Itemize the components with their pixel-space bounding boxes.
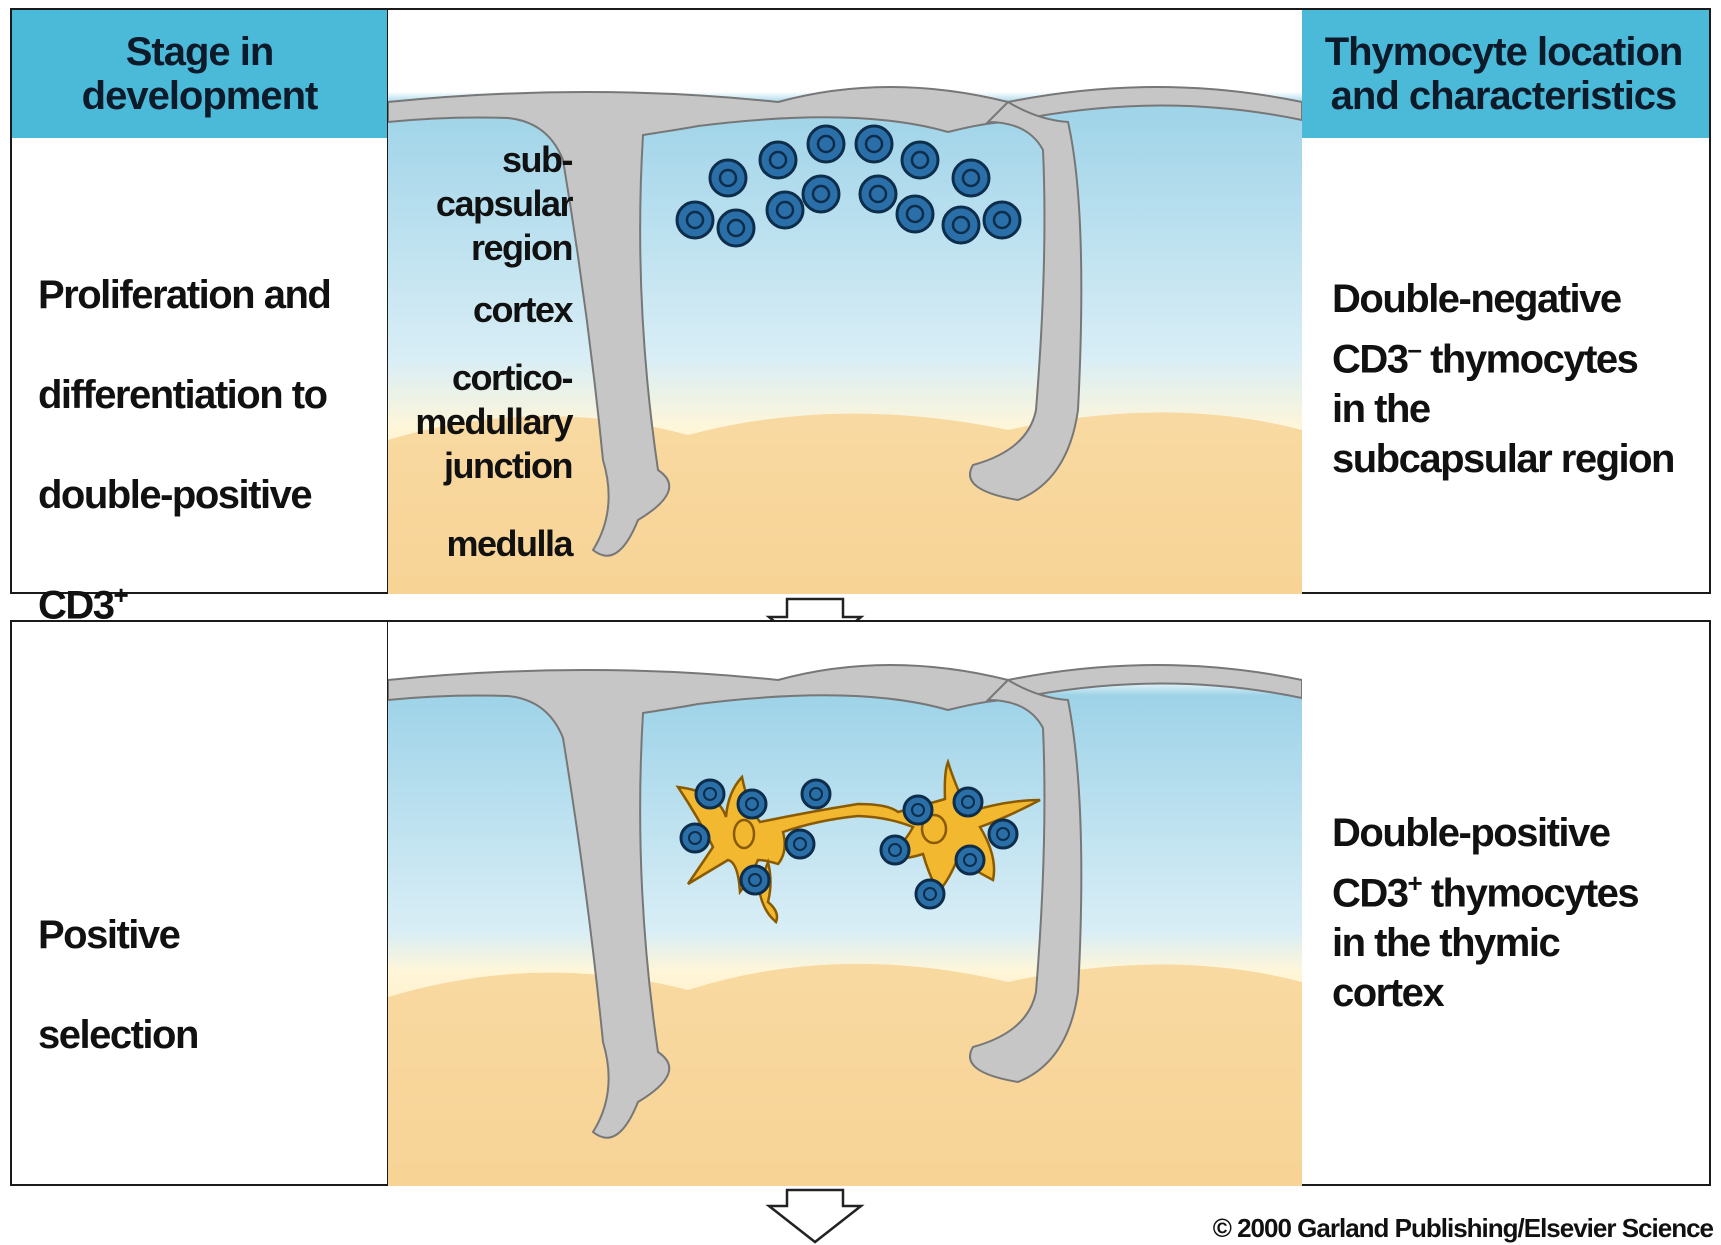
- thymus-section-svg: [388, 622, 1302, 1186]
- stage-panel-positive-selection: Positive selection: [10, 620, 1711, 1186]
- label-line: region: [402, 226, 572, 270]
- label-line: cortex: [402, 288, 572, 332]
- location-line: cortex: [1332, 968, 1702, 1018]
- location-description: Double-positive CD3+ thymocytes in the t…: [1332, 808, 1702, 1018]
- label-line: medulla: [402, 522, 572, 566]
- location-rest: thymocytes: [1421, 871, 1638, 915]
- location-description: Double-negative CD3– thymocytes in the s…: [1332, 274, 1702, 484]
- stage-line: Positive: [38, 910, 388, 960]
- label-corticomedullary: cortico- medullary junction: [402, 356, 572, 488]
- location-line: in the: [1332, 384, 1702, 434]
- location-header: Thymocyte location and characteristics: [1298, 10, 1709, 138]
- thymus-diagram-2: [388, 622, 1302, 1184]
- down-arrow-icon: [765, 1188, 865, 1244]
- location-line: Double-negative: [1332, 274, 1702, 324]
- cd3-sup: +: [1408, 868, 1422, 898]
- label-cortex: cortex: [402, 288, 572, 332]
- cd3-sup: +: [114, 580, 128, 610]
- label-medulla: medulla: [402, 522, 572, 566]
- location-line: CD3+ thymocytes: [1332, 858, 1702, 918]
- label-line: junction: [402, 444, 572, 488]
- medulla-region: [388, 964, 1302, 1186]
- stage-line: selection: [38, 1010, 388, 1060]
- location-line: subcapsular region: [1332, 434, 1702, 484]
- location-rest: thymocytes: [1421, 337, 1638, 381]
- stage-panel-proliferation: Stage in development Thymocyte location …: [10, 8, 1711, 594]
- stage-line: Proliferation and: [38, 270, 388, 320]
- stage-description: Positive selection: [38, 860, 388, 1110]
- label-line: cortico-: [402, 356, 572, 400]
- copyright-notice: © 2000 Garland Publishing/Elsevier Scien…: [1213, 1213, 1713, 1244]
- stage-line: double-positive: [38, 470, 388, 520]
- location-line: in the thymic: [1332, 918, 1702, 968]
- stage-header: Stage in development: [12, 10, 387, 138]
- label-line: sub-: [402, 138, 572, 182]
- stage-line: differentiation to: [38, 370, 388, 420]
- location-header-text: Thymocyte location and characteristics: [1298, 30, 1709, 118]
- cd3-label: CD3: [1332, 337, 1408, 381]
- cd3-label: CD3: [1332, 871, 1408, 915]
- cd3-sup: –: [1408, 334, 1421, 364]
- label-subcapsular: sub- capsular region: [402, 138, 572, 270]
- label-line: capsular: [402, 182, 572, 226]
- location-line: Double-positive: [1332, 808, 1702, 858]
- stage-header-text: Stage in development: [12, 30, 387, 118]
- label-line: medullary: [402, 400, 572, 444]
- location-line: CD3– thymocytes: [1332, 324, 1702, 384]
